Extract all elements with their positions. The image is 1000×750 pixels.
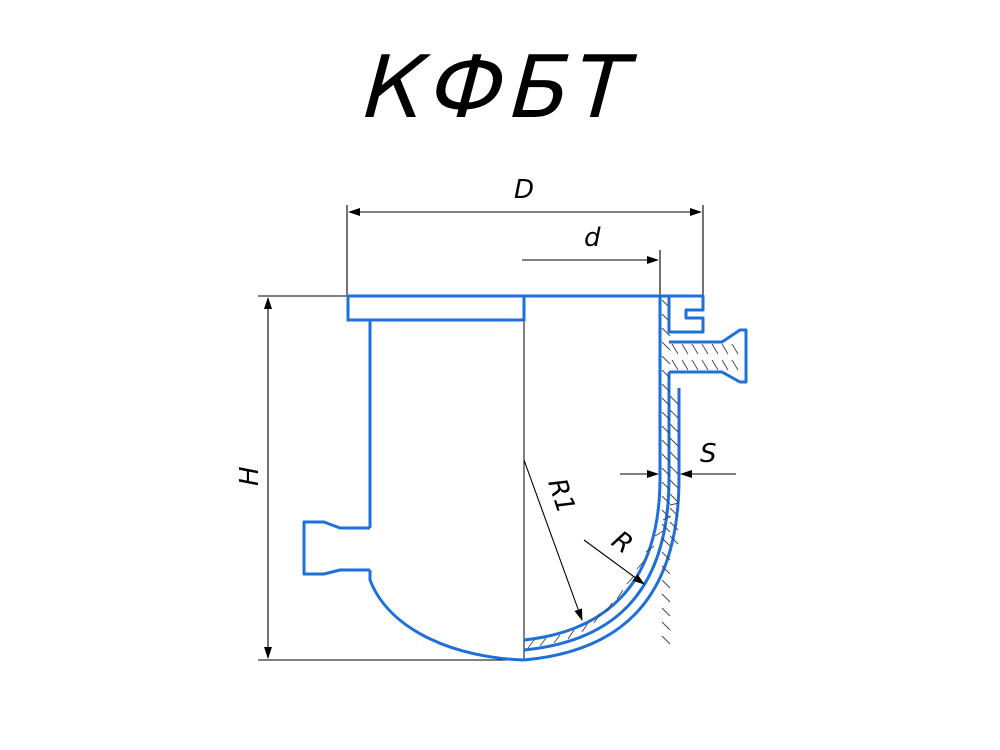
label-r: R: [606, 525, 638, 560]
label-s: S: [700, 439, 717, 469]
dimension-h: H: [235, 295, 520, 661]
label-d-outer: D: [514, 175, 534, 205]
dimension-r: R: [583, 525, 645, 585]
dimension-s: S: [620, 439, 736, 478]
dimension-d-outer: D: [346, 175, 704, 296]
vessel-right-section: [523, 294, 748, 662]
vessel-left-outline: [302, 294, 526, 662]
dimension-d-inner: d: [522, 223, 661, 296]
label-h: H: [235, 466, 265, 486]
label-r1: R1: [541, 475, 580, 517]
label-d-inner: d: [584, 223, 601, 253]
dimension-r1: R1: [523, 459, 583, 621]
